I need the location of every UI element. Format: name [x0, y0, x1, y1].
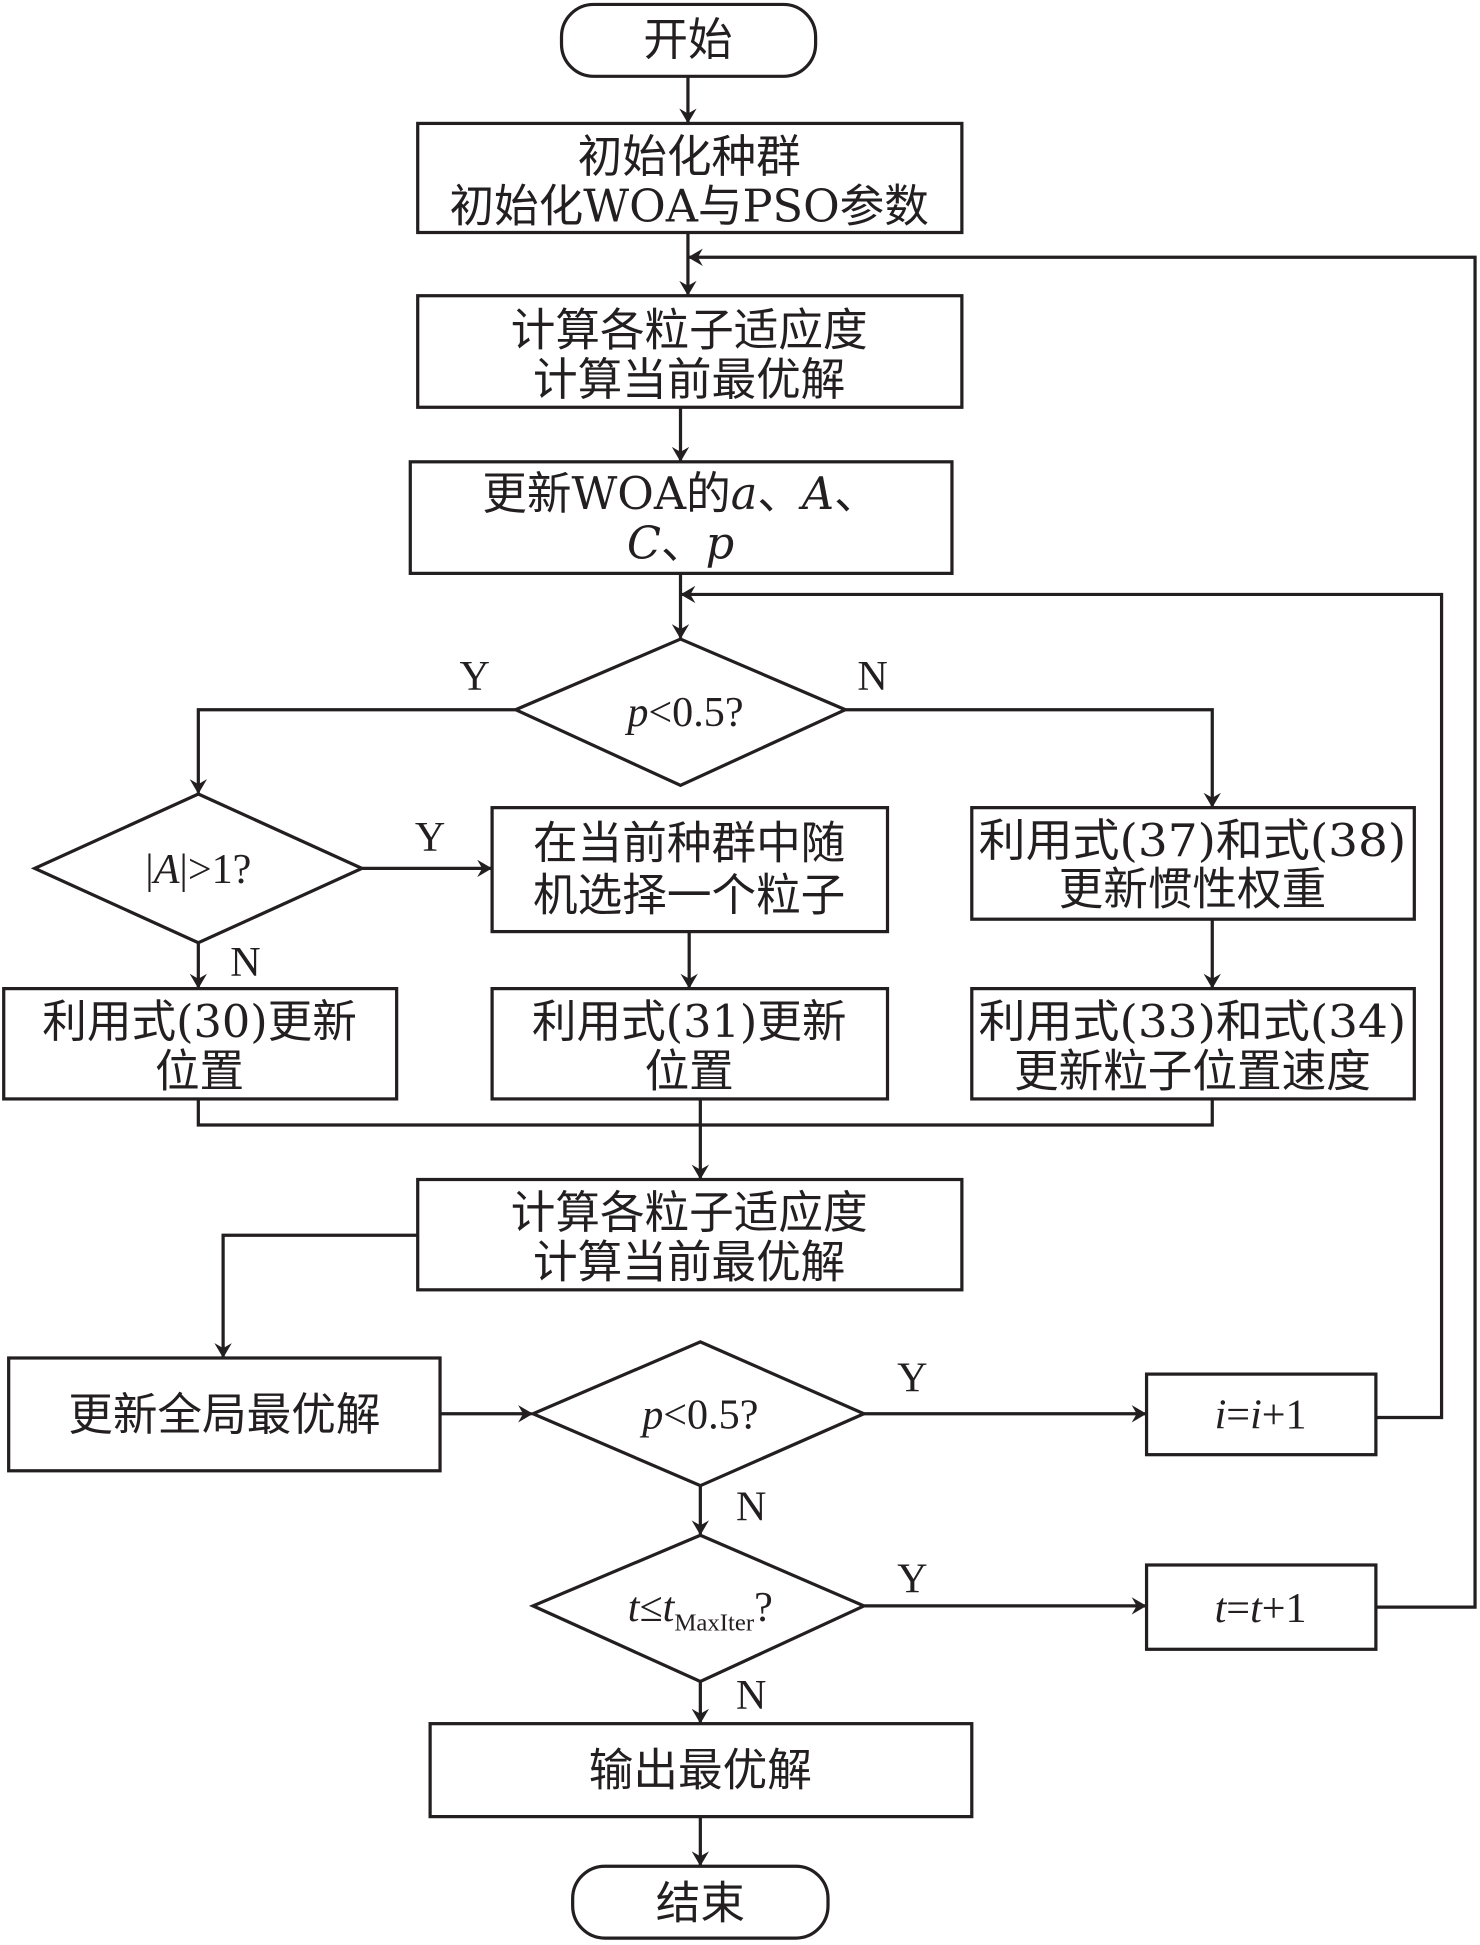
p2-yes-label: Y — [897, 1354, 927, 1401]
increment-t-label: t=t+1 — [1215, 1585, 1307, 1632]
fitness1-line-2: 计算当前最优解 — [533, 354, 845, 406]
edge-fitness2-globalbest — [214, 1233, 418, 1358]
decision-a-label: |A|>1? — [145, 846, 251, 893]
inertia-line-1: 利用式(37)和式(38) — [979, 815, 1407, 867]
node-decision-p2: p<0.5? — [528, 1340, 868, 1488]
output-label: 输出最优解 — [589, 1745, 812, 1797]
update3334-line-2: 更新粒子位置速度 — [1014, 1046, 1371, 1098]
update30-line-2: 位置 — [155, 1046, 244, 1098]
edge-loop-t — [687, 248, 1477, 1609]
node-decision-t: t≤tMaxIter? — [528, 1533, 868, 1684]
node-init: 初始化种群 初始化WOA与PSO参数 — [416, 121, 964, 235]
start-label: 开始 — [643, 14, 732, 66]
update30-line-1: 利用式(30)更新 — [42, 996, 357, 1048]
node-update31: 利用式(31)更新 位置 — [490, 987, 890, 1101]
edge-loop-i — [680, 585, 1444, 1420]
node-inertia: 利用式(37)和式(38) 更新惯性权重 — [970, 806, 1416, 921]
node-fitness1: 计算各粒子适应度 计算当前最优解 — [416, 294, 964, 409]
t-yes-label: Y — [897, 1555, 927, 1602]
update-woa-line-1: 更新WOA的a、A、 — [482, 468, 879, 520]
update3334-line-1: 利用式(33)和式(34) — [979, 996, 1407, 1048]
node-random-select: 在当前种群中随 机选择一个粒子 — [490, 806, 890, 934]
end-label: 结束 — [656, 1877, 745, 1929]
node-update-woa: 更新WOA的a、A、 C、p — [408, 460, 954, 575]
update-woa-line-2: C、p — [627, 517, 734, 569]
node-decision-a: |A|>1? — [30, 792, 366, 945]
node-increment-i: i=i+1 — [1144, 1372, 1378, 1457]
fitness2-line-2: 计算当前最优解 — [533, 1236, 845, 1288]
node-end: 结束 — [571, 1864, 830, 1940]
node-fitness2: 计算各粒子适应度 计算当前最优解 — [416, 1177, 964, 1292]
fitness1-line-1: 计算各粒子适应度 — [511, 304, 868, 356]
a-yes-label: Y — [415, 814, 445, 861]
edge-p1-no — [845, 708, 1221, 808]
fitness2-line-1: 计算各粒子适应度 — [511, 1187, 868, 1239]
p1-yes-label: Y — [460, 653, 490, 700]
t-no-label: N — [736, 1672, 766, 1719]
random-select-line-1: 在当前种群中随 — [533, 817, 845, 869]
connectors — [189, 76, 1477, 1867]
init-line-1: 初始化种群 — [578, 131, 801, 183]
p1-no-label: N — [857, 653, 887, 700]
a-no-label: N — [230, 939, 260, 986]
edge-merge-bus — [196, 1098, 1214, 1127]
decision-t-label: t≤tMaxIter? — [628, 1584, 773, 1637]
decision-p1-label: p<0.5? — [624, 689, 743, 736]
increment-i-label: i=i+1 — [1215, 1392, 1307, 1439]
random-select-line-2: 机选择一个粒子 — [533, 870, 845, 922]
node-global-best: 更新全局最优解 — [7, 1356, 442, 1473]
p2-no-label: N — [736, 1483, 766, 1530]
inertia-line-2: 更新惯性权重 — [1059, 863, 1327, 915]
update31-line-2: 位置 — [645, 1046, 734, 1098]
decision-p2-label: p<0.5? — [639, 1392, 758, 1439]
update31-line-1: 利用式(31)更新 — [532, 996, 847, 1048]
node-decision-p1: p<0.5? — [511, 637, 850, 788]
node-start: 开始 — [559, 2, 818, 78]
node-update30: 利用式(30)更新 位置 — [2, 987, 399, 1101]
node-increment-t: t=t+1 — [1144, 1563, 1378, 1651]
edge-p1-yes — [189, 708, 516, 795]
node-update3334: 利用式(33)和式(34) 更新粒子位置速度 — [970, 987, 1416, 1101]
init-line-2: 初始化WOA与PSO参数 — [449, 180, 928, 232]
node-output: 输出最优解 — [428, 1722, 974, 1819]
global-best-label: 更新全局最优解 — [68, 1389, 380, 1441]
